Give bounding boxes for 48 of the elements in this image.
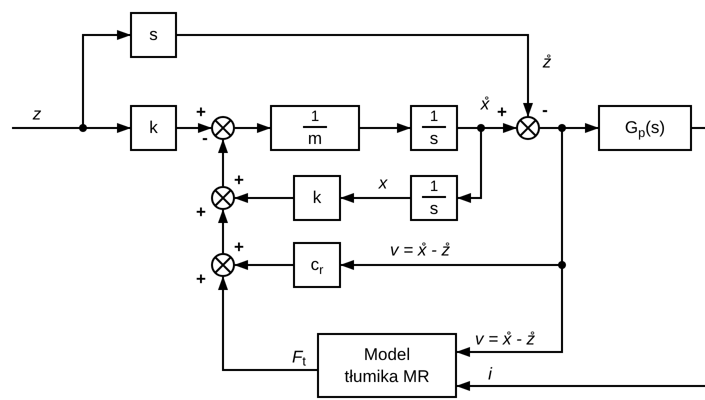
block-label: c$_{r}$: [310, 254, 324, 276]
denominator: m: [308, 128, 322, 147]
block: [317, 333, 457, 398]
signal-arrow: [218, 209, 228, 253]
sign-label: +: [196, 104, 206, 120]
signal-label: F$_{t}$: [292, 348, 306, 366]
denominator: s: [430, 128, 438, 147]
numerator: 1: [302, 109, 328, 128]
signal-arrow: [340, 193, 410, 203]
signal-arrow: [234, 193, 293, 203]
signal-label: x̊: [480, 96, 490, 112]
signal-label: z: [32, 106, 42, 122]
block: [410, 105, 458, 151]
sign-label: +: [196, 270, 206, 288]
signal-arrow: [177, 34, 533, 117]
block: [293, 242, 341, 288]
sign-label: +: [196, 204, 206, 220]
block-label: s: [148, 24, 159, 46]
sign-label: -: [542, 102, 548, 118]
block-label: Model tłumika MR: [343, 344, 430, 387]
block-label: k: [148, 117, 159, 139]
signal-arrow: [218, 139, 228, 186]
signal-label: v = x̊ - z̊: [390, 242, 450, 258]
block: [410, 175, 458, 221]
block-label: k: [312, 187, 322, 209]
signal-arrow: [235, 123, 271, 133]
block: [130, 12, 177, 58]
block: [293, 175, 341, 221]
block-label: G$_{p}$(s): [624, 117, 666, 139]
sign-label: +: [234, 238, 244, 256]
signal-arrow: [177, 123, 212, 133]
signal-arrow: [360, 123, 411, 133]
denominator: s: [430, 198, 438, 217]
signal-arrow: [234, 260, 293, 270]
signal-label: v = x̊ - z̊: [475, 330, 535, 348]
sign-label: +: [234, 172, 244, 188]
sign-label: +: [497, 104, 507, 120]
signal-label: z̊: [542, 54, 552, 70]
block: [130, 105, 177, 151]
block: [598, 105, 692, 151]
signal-arrow: [218, 276, 317, 371]
signal-label: x: [378, 174, 388, 192]
numerator: 1: [422, 109, 446, 128]
sign-label: -: [202, 130, 208, 146]
signal-arrow: [456, 381, 705, 391]
numerator: 1: [422, 179, 446, 198]
signal-label: i: [488, 366, 492, 382]
block: [270, 105, 360, 151]
